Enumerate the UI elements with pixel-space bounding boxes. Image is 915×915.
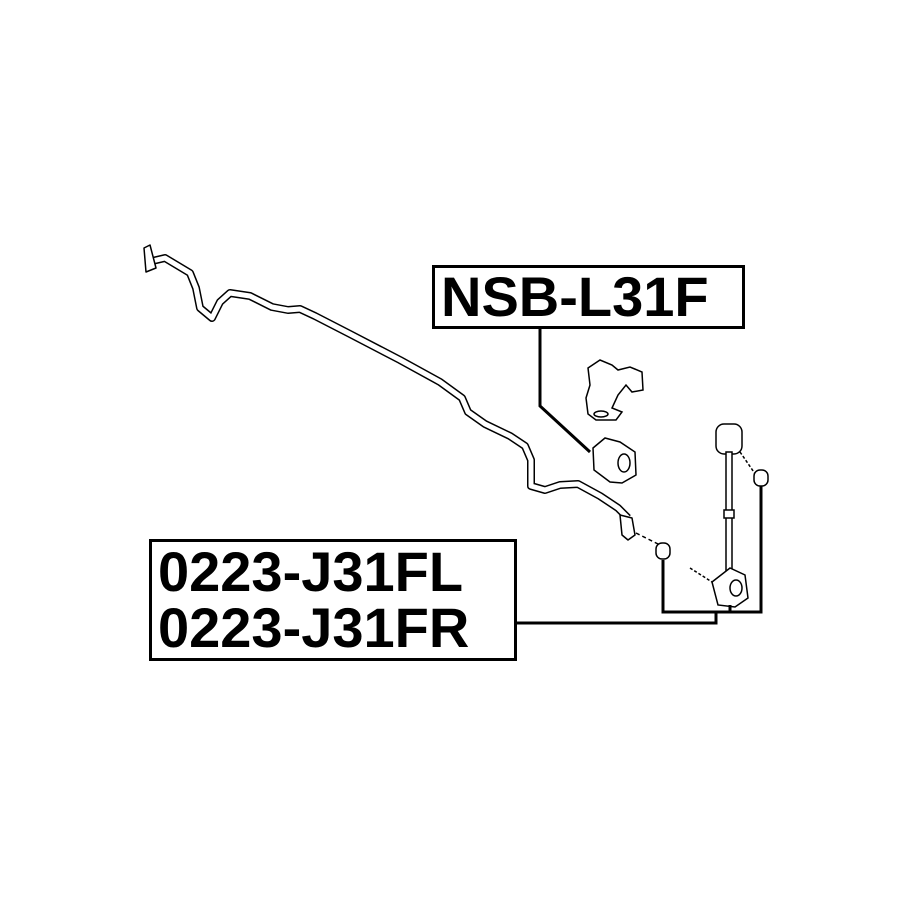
bushing-part-number-label: NSB-L31F (432, 265, 745, 329)
bar-end-eye (619, 514, 636, 541)
link-part-number-right: 0223-J31FR (158, 596, 470, 659)
stabilizer-bushing (592, 437, 637, 484)
stabilizer-link (635, 423, 769, 608)
link-bracket-line (661, 486, 763, 614)
link-nut-lower (655, 542, 671, 560)
leader-lines (517, 329, 763, 625)
link-nut-upper (753, 469, 769, 487)
stabilizer-bar (143, 244, 636, 541)
bushing-bracket (585, 359, 644, 421)
link-part-number-label: 0223-J31FL 0223-J31FR (149, 539, 517, 661)
bar-end-bracket (143, 244, 157, 273)
bushing-part-number: NSB-L31F (441, 265, 709, 328)
link-leader-line (517, 612, 718, 625)
bushing-leader-line (538, 329, 592, 454)
link-part-number-left: 0223-J31FL (158, 540, 464, 603)
